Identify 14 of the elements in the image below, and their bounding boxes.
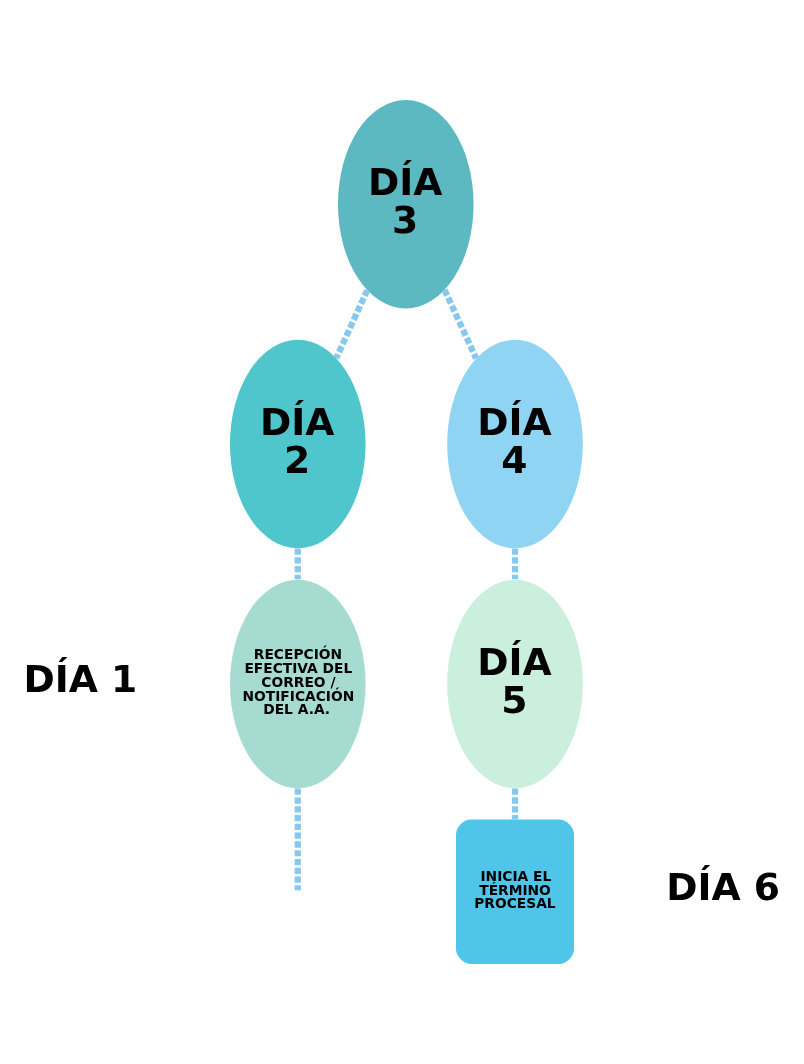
node-ellipse: DÍA 2 — [229, 339, 366, 549]
node-ellipse: RECEPCIÓN EFECTIVA DEL CORREO / NOTIFICACIÓN DEL A.A. — [229, 579, 366, 789]
node-box: INICIA EL TÉRMINO PROCESAL — [456, 819, 575, 964]
connector — [441, 288, 479, 360]
node-ellipse: DÍA 3 — [337, 100, 474, 309]
node-label: DÍA 1 — [23, 657, 138, 702]
node-ellipse: DÍA 5 — [447, 579, 583, 789]
node-label: DÍA 6 — [666, 864, 781, 909]
node-ellipse: DÍA 4 — [447, 339, 583, 549]
connector — [294, 788, 301, 891]
connector — [333, 288, 371, 360]
connector — [511, 548, 519, 580]
connector — [294, 548, 301, 580]
connector — [511, 788, 519, 820]
